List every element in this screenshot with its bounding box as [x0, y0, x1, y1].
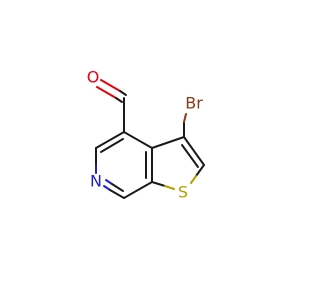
sulfur-atom-label: S [178, 183, 188, 202]
c3a-c3-bond [151, 136, 185, 149]
c2-s1-bond-b [190, 175, 197, 184]
n6-c7-bond-b [109, 189, 125, 199]
aldehyde-co-double-bond-2b [115, 97, 123, 103]
c4-c5-bond [95, 131, 125, 149]
c7-c7a-bond [123, 181, 153, 199]
aldehyde-co-double-bond-1b [119, 90, 127, 96]
c4-c5-inner-bond [100, 138, 124, 153]
c3-c2-bond [183, 136, 205, 166]
c7a-s1-bond-b [164, 185, 175, 190]
c7a-s1-bond [151, 181, 166, 187]
molecule-diagram: O Br N S [87, 68, 205, 202]
c2-s1-bond [195, 164, 205, 177]
aldehyde-co-double-bond-1 [100, 79, 121, 92]
oxygen-atom-label: O [87, 68, 100, 87]
aldehyde-co-double-bond-2 [96, 86, 117, 99]
nitrogen-atom-label: N [90, 172, 102, 191]
bromine-atom-label: Br [185, 94, 203, 113]
n6-c7-bond [103, 185, 111, 191]
n6-c7-inner-bond [105, 179, 113, 185]
c4-c3a-bond [123, 131, 153, 149]
n6-c7-inner-bond-b [111, 183, 124, 192]
c3-br-bond-b [183, 113, 187, 123]
c3-c2-inner-bond [181, 144, 199, 168]
